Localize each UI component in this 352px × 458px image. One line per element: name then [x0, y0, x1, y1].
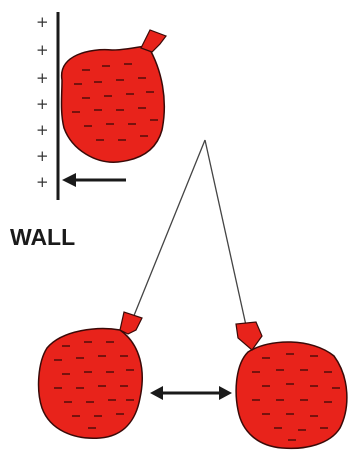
balloon-bottom-right — [236, 322, 347, 448]
attraction-arrow — [62, 173, 126, 187]
balloon-body — [236, 342, 347, 448]
balloon-bottom-left — [39, 312, 143, 438]
left-string — [133, 140, 205, 318]
wall-label: WALL — [10, 224, 75, 251]
plus-charge: + — [36, 95, 49, 113]
plus-charge: + — [36, 121, 49, 139]
balloon-knot — [236, 322, 262, 350]
balloon-knot — [141, 30, 166, 52]
balloon-body — [62, 46, 165, 162]
plus-charge: + — [36, 13, 49, 31]
right-string — [205, 140, 247, 330]
balloon-body — [39, 329, 143, 439]
plus-charge: + — [36, 41, 49, 59]
wall-charges: + + + + + + + — [36, 13, 49, 191]
plus-charge: + — [36, 69, 49, 87]
repulsion-arrow — [150, 386, 232, 400]
plus-charge: + — [36, 173, 49, 191]
plus-charge: + — [36, 147, 49, 165]
balloon-knot — [120, 312, 142, 334]
balloon-on-wall — [62, 30, 167, 162]
